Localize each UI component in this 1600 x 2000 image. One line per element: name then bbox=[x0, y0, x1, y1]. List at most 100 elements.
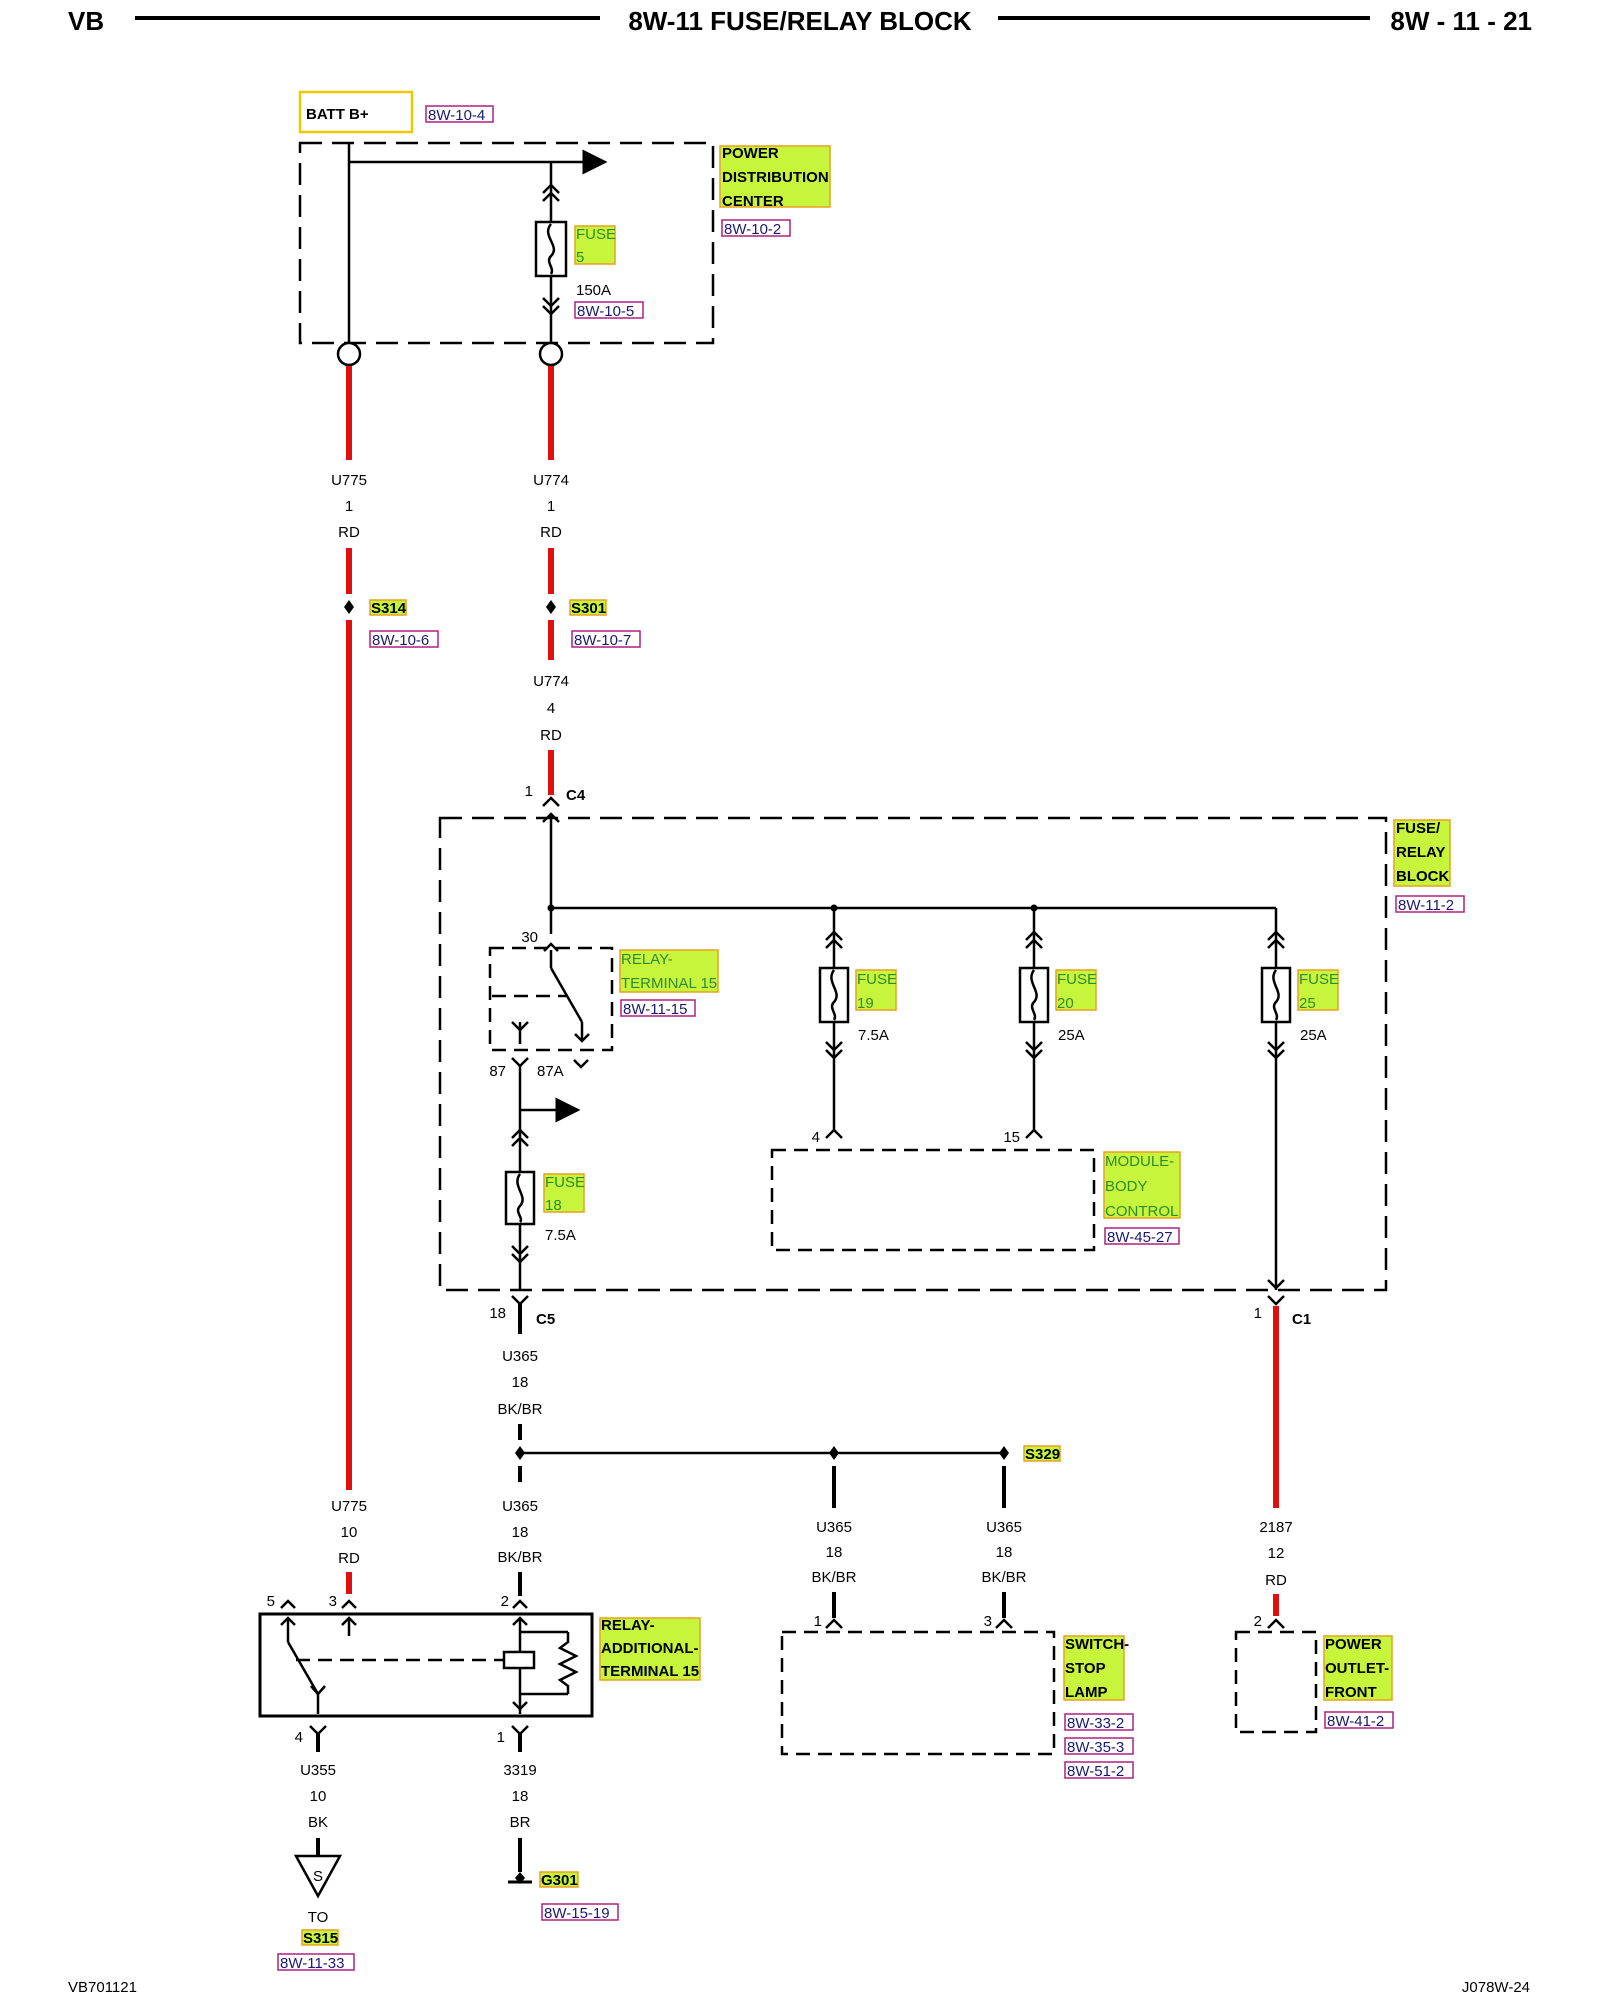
svg-text:19: 19 bbox=[857, 995, 874, 1012]
frb-ref-link[interactable]: 8W-11-2 bbox=[1395, 895, 1465, 914]
svg-text:8W-10-2: 8W-10-2 bbox=[724, 221, 781, 238]
c5-label: C5 bbox=[536, 1311, 555, 1328]
svg-text:POWER: POWER bbox=[722, 145, 779, 162]
wire-3319-gauge: 18 bbox=[512, 1788, 529, 1805]
svg-text:MODULE-: MODULE- bbox=[1105, 1153, 1174, 1170]
svg-text:BODY: BODY bbox=[1105, 1178, 1148, 1195]
splice-s301-dot bbox=[546, 600, 556, 614]
relay-t15-boundary bbox=[488, 946, 614, 1052]
wire-u365-b-gauge: 18 bbox=[512, 1524, 529, 1541]
pdc-ref-link[interactable]: 8W-10-2 bbox=[721, 219, 791, 238]
relay-additional-box bbox=[258, 1612, 594, 1718]
svg-text:8W-15-19: 8W-15-19 bbox=[544, 1905, 610, 1922]
svg-text:RELAY: RELAY bbox=[1396, 844, 1445, 861]
fuse25-amp: 25A bbox=[1300, 1027, 1327, 1044]
switch-ref-link-3[interactable]: 8W-51-2 bbox=[1064, 1761, 1134, 1780]
relay-add-pin5-arrow bbox=[280, 1599, 296, 1609]
outlet-ref-link[interactable]: 8W-41-2 bbox=[1324, 1711, 1394, 1730]
pdc-fuse5-ref-link[interactable]: 8W-10-5 bbox=[574, 301, 644, 320]
fuse18-amp: 7.5A bbox=[545, 1227, 576, 1244]
svg-text:8W-45-27: 8W-45-27 bbox=[1107, 1229, 1173, 1246]
svg-text:BATT B+: BATT B+ bbox=[306, 106, 369, 123]
c1-connector-symbol bbox=[1267, 1295, 1285, 1306]
relay-add-pin4: 4 bbox=[295, 1729, 303, 1746]
s301-ref-link[interactable]: 8W-10-7 bbox=[571, 630, 641, 649]
g301-ref-link[interactable]: 8W-15-19 bbox=[541, 1903, 619, 1922]
wire-u355-circuit: U355 bbox=[300, 1762, 336, 1779]
switch-ref-link-1[interactable]: 8W-33-2 bbox=[1064, 1713, 1134, 1732]
wire-u365-d-color: BK/BR bbox=[981, 1569, 1026, 1586]
svg-text:8W-10-7: 8W-10-7 bbox=[574, 632, 631, 649]
svg-text:8W-11-15: 8W-11-15 bbox=[623, 1001, 687, 1018]
s315-symbol-letter: S bbox=[313, 1868, 323, 1885]
c4-pin: 1 bbox=[525, 783, 533, 800]
wire-u355-color: BK bbox=[308, 1814, 328, 1831]
switch-pin1-arrow bbox=[825, 1618, 843, 1629]
module-ref-link[interactable]: 8W-45-27 bbox=[1104, 1227, 1180, 1246]
svg-text:G301: G301 bbox=[541, 1872, 578, 1889]
footer-left: VB701121 bbox=[68, 1979, 137, 1996]
svg-text:TERMINAL 15: TERMINAL 15 bbox=[621, 975, 717, 992]
svg-text:S315: S315 bbox=[303, 1930, 338, 1947]
svg-text:8W-51-2: 8W-51-2 bbox=[1067, 1763, 1124, 1780]
fuse18-symbol bbox=[504, 1128, 536, 1264]
s315-label: S315 bbox=[301, 1929, 339, 1947]
wire-3319-circuit: 3319 bbox=[503, 1762, 536, 1779]
relay-pin-87: 87 bbox=[489, 1063, 506, 1080]
wire-u365-a-gauge: 18 bbox=[512, 1374, 529, 1391]
svg-text:8W-41-2: 8W-41-2 bbox=[1327, 1713, 1384, 1730]
splice-s301-label: S301 bbox=[569, 599, 607, 617]
s314-ref-link[interactable]: 8W-10-6 bbox=[369, 630, 439, 649]
svg-text:OUTLET-: OUTLET- bbox=[1325, 1660, 1389, 1677]
wire-u775-bot-circuit: U775 bbox=[331, 1498, 367, 1515]
splice-s314-dot bbox=[344, 600, 354, 614]
wire-2187-color: RD bbox=[1265, 1572, 1287, 1589]
s315-ref-link[interactable]: 8W-11-33 bbox=[277, 1953, 355, 1972]
page-title: 8W-11 FUSE/RELAY BLOCK bbox=[628, 6, 972, 36]
svg-text:S329: S329 bbox=[1025, 1446, 1060, 1463]
relay-add-pin3-arrow bbox=[341, 1599, 357, 1609]
footer-right: J078W-24 bbox=[1462, 1979, 1530, 1996]
svg-text:FUSE: FUSE bbox=[545, 1174, 585, 1191]
switch-ref-link-2[interactable]: 8W-35-3 bbox=[1064, 1737, 1134, 1756]
c1-label: C1 bbox=[1292, 1311, 1311, 1328]
svg-text:POWER: POWER bbox=[1325, 1636, 1382, 1653]
relay-t15-pin30-arrow bbox=[543, 942, 559, 952]
wire-u365-b-circuit: U365 bbox=[502, 1498, 538, 1515]
svg-text:S314: S314 bbox=[371, 600, 407, 617]
relay-t15-ref-link[interactable]: 8W-11-15 bbox=[620, 999, 696, 1018]
relay-add-pin4-arrow bbox=[309, 1725, 327, 1736]
module-pin-15: 15 bbox=[1003, 1129, 1020, 1146]
relay-additional-label: RELAY- ADDITIONAL- TERMINAL 15 bbox=[599, 1617, 701, 1681]
relay-t15-87a-out bbox=[573, 1059, 589, 1069]
pdc-label: POWER DISTRIBUTION CENTER bbox=[719, 145, 831, 210]
splice-s329-node-2 bbox=[999, 1446, 1009, 1460]
svg-text:FUSE: FUSE bbox=[576, 226, 616, 243]
c5-connector-symbol bbox=[511, 1295, 529, 1306]
wire-u365-a-circuit: U365 bbox=[502, 1348, 538, 1365]
splice-s329-node-1 bbox=[829, 1446, 839, 1460]
svg-text:5: 5 bbox=[576, 249, 584, 266]
svg-text:18: 18 bbox=[545, 1197, 562, 1214]
fuse20-symbol bbox=[1018, 930, 1050, 1060]
module-body-control-boundary bbox=[770, 1148, 1096, 1252]
svg-text:TERMINAL 15: TERMINAL 15 bbox=[601, 1663, 699, 1680]
wire-u775-top-circuit: U775 bbox=[331, 472, 367, 489]
batt-ref-link[interactable]: 8W-10-4 bbox=[425, 105, 494, 124]
wire-u365-c-circuit: U365 bbox=[816, 1519, 852, 1536]
frb-boundary bbox=[438, 816, 1388, 1292]
page-number: 8W - 11 - 21 bbox=[1390, 6, 1532, 36]
wire-u775-top-gauge: 1 bbox=[345, 498, 353, 515]
g301-label: G301 bbox=[539, 1871, 579, 1889]
switch-pin1: 1 bbox=[814, 1613, 822, 1630]
pdc-terminal-left bbox=[336, 341, 362, 367]
module-body-control-label: MODULE- BODY CONTROL bbox=[1103, 1151, 1181, 1220]
wire-u365-d-gauge: 18 bbox=[996, 1544, 1013, 1561]
c5-pin: 18 bbox=[489, 1305, 506, 1322]
wire-3319-color: BR bbox=[510, 1814, 531, 1831]
module-pin4-arrow bbox=[825, 1128, 843, 1139]
pdc-fuse5-amp: 150A bbox=[576, 282, 611, 299]
wire-u775-top-color: RD bbox=[338, 524, 360, 541]
svg-text:FUSE/: FUSE/ bbox=[1396, 820, 1441, 837]
